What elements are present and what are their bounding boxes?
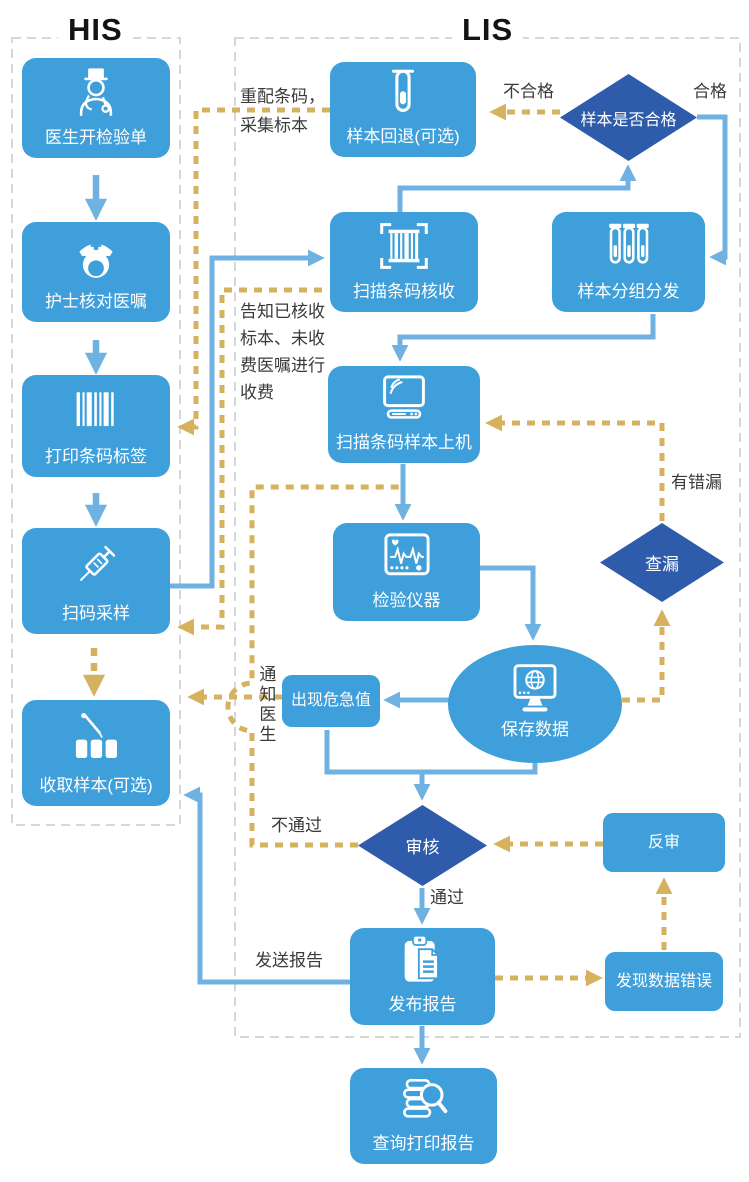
node-save-data: 保存数据 — [448, 645, 622, 763]
node-sample-return: 样本回退(可选) — [330, 62, 476, 157]
line-savedata-critical-merge — [324, 730, 538, 775]
node-reverse-audit: 反审 — [603, 813, 725, 872]
label-notify-fee-4: 收费 — [240, 383, 274, 402]
syringe-icon — [79, 545, 116, 581]
node-label: 检验仪器 — [372, 591, 441, 610]
label-notify-fee-1: 告知已核收 — [240, 302, 325, 321]
his-title: HIS — [58, 12, 133, 48]
ecg-monitor-icon — [383, 532, 430, 575]
lis-title: LIS — [452, 12, 524, 48]
node-sample-onmachine: 扫描条码样本上机 — [328, 366, 480, 463]
test-tube-icon — [391, 69, 415, 112]
node-sample-dispatch: 样本分组分发 — [552, 212, 705, 312]
node-collect-sample: 收取样本(可选) — [22, 700, 170, 806]
node-print-barcode: 打印条码标签 — [22, 375, 170, 477]
clipboard-icon — [404, 935, 439, 982]
books-magnifier-icon — [402, 1078, 447, 1118]
node-scan-sampling: 扫码采样 — [22, 528, 170, 634]
dashed-audit-notpass-loop — [225, 484, 401, 848]
node-publish-report: 发布报告 — [350, 928, 495, 1025]
node-label: 扫码采样 — [62, 604, 130, 623]
arrow-qualified-to-dispatch — [697, 114, 728, 266]
node-label: 扫描条码样本上机 — [336, 433, 472, 452]
lis-container-border — [234, 37, 741, 1038]
node-label: 出现危急值 — [290, 692, 371, 709]
computer-icon — [383, 375, 425, 419]
node-query-report: 查询打印报告 — [350, 1068, 497, 1164]
doctor-icon — [79, 67, 113, 116]
label-notify-doctor: 通知医生 — [256, 665, 276, 745]
scan-barcode-icon — [380, 222, 428, 269]
dashed-missing-to-onmachine — [485, 414, 665, 521]
node-doctor-order: 医生开检验单 — [22, 58, 170, 158]
node-instrument: 检验仪器 — [333, 523, 480, 621]
node-label: 样本回退(可选) — [346, 127, 460, 146]
node-label: 发现数据错误 — [615, 972, 712, 990]
label-send-report: 发送报告 — [255, 951, 323, 970]
barcode-icon — [76, 391, 114, 426]
three-tubes-icon — [608, 223, 649, 264]
node-label: 审核 — [405, 838, 440, 857]
node-label: 样本是否合格 — [580, 111, 677, 129]
label-not-passed: 不通过 — [271, 816, 322, 835]
arrow-receive-to-qualified — [397, 164, 637, 212]
node-data-error: 发现数据错误 — [605, 952, 723, 1011]
dashed-savedata-to-missing — [622, 609, 671, 703]
label-notify-fee-2: 标本、未收 — [240, 329, 325, 348]
label-notify-fee-3: 费医嘱进行 — [240, 356, 325, 375]
arrow-publish-to-collect — [183, 786, 350, 985]
dashed-return-to-print — [177, 107, 330, 436]
node-nurse-check: 护士核对医嘱 — [22, 222, 170, 322]
label-passed: 通过 — [430, 888, 464, 907]
node-label: 发布报告 — [388, 995, 457, 1014]
node-label: 护士核对医嘱 — [45, 292, 147, 311]
node-label: 查漏 — [645, 555, 679, 574]
label-recollect-sample: 采集标本 — [240, 116, 308, 135]
node-critical-value: 出现危急值 — [282, 675, 380, 727]
label-has-errors: 有错漏 — [671, 473, 722, 492]
arrow-instrument-to-savedata — [480, 565, 542, 641]
label-unqualified: 不合格 — [503, 82, 554, 101]
dashed-receive-to-scan — [177, 287, 322, 636]
node-label: 反审 — [647, 833, 680, 851]
label-qualified: 合格 — [693, 82, 727, 101]
node-scan-receive: 扫描条码核收 — [330, 212, 478, 312]
node-label: 扫描条码核收 — [353, 282, 455, 301]
node-label: 医生开检验单 — [45, 128, 147, 147]
arrow-scan-to-receive — [170, 249, 325, 589]
dropper-cups-icon — [75, 712, 117, 758]
arrow-dispatch-to-onmachine — [391, 314, 656, 362]
node-label: 样本分组分发 — [577, 282, 680, 301]
node-label: 查询打印报告 — [372, 1134, 475, 1153]
nurse-icon — [79, 238, 113, 278]
globe-computer-icon — [513, 664, 557, 712]
node-label: 打印条码标签 — [45, 447, 147, 466]
node-label: 保存数据 — [501, 720, 569, 739]
label-rematch-barcode: 重配条码， — [240, 87, 325, 106]
node-label: 收取样本(可选) — [39, 776, 153, 795]
